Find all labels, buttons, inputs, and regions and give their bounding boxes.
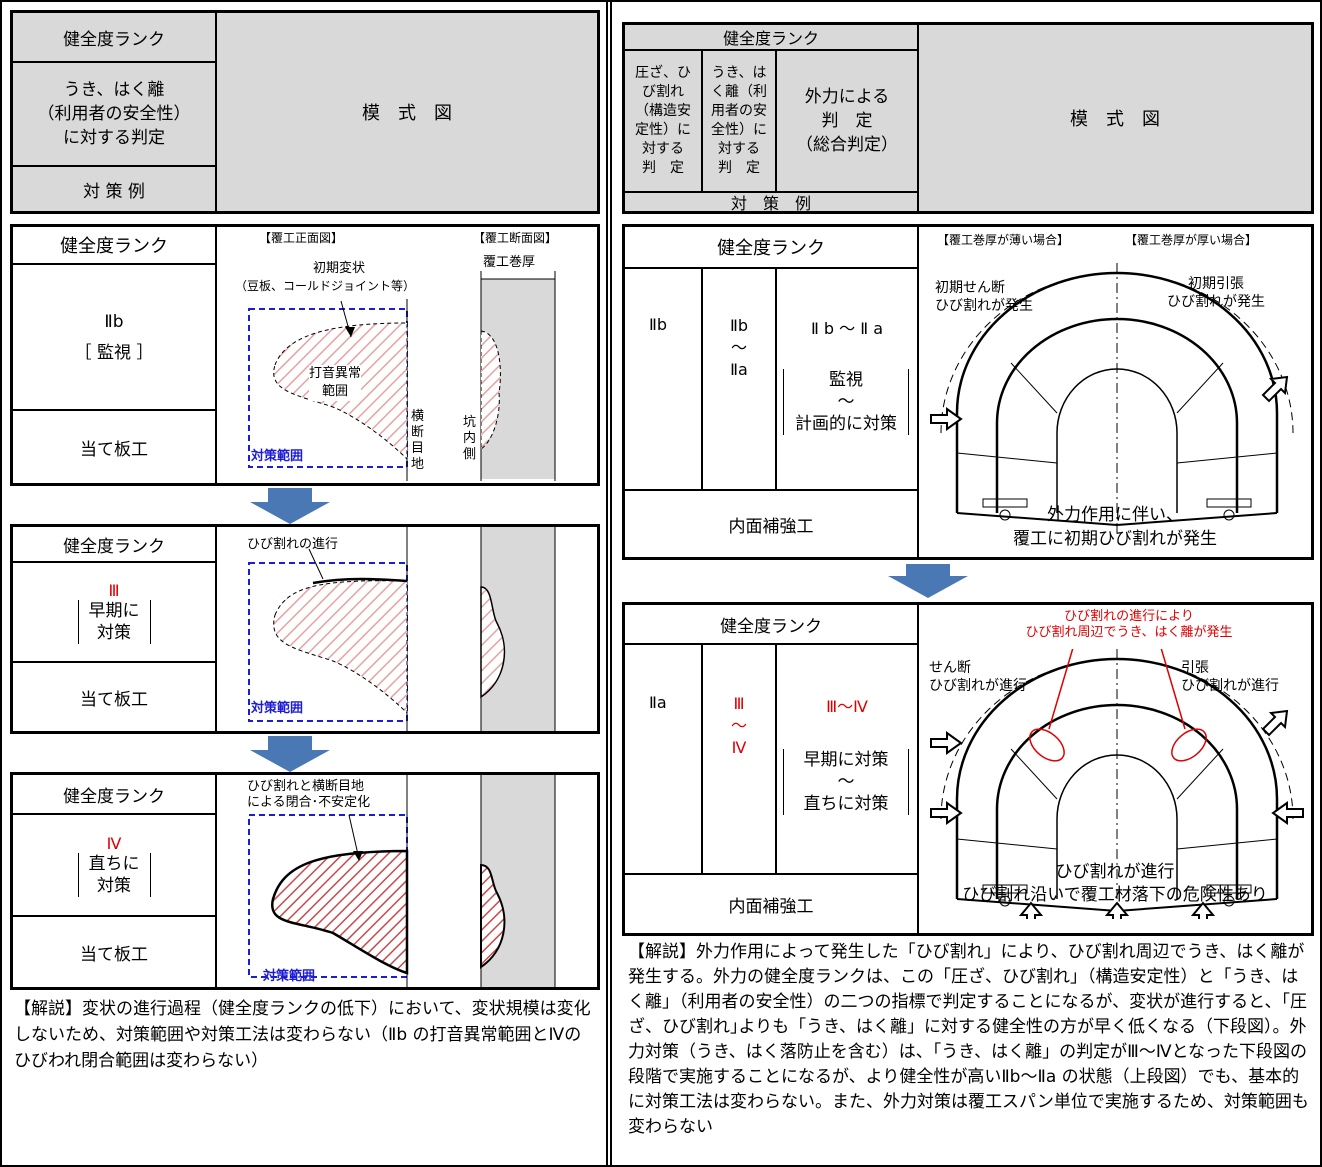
right-header-rank: 健全度ランク	[624, 24, 918, 50]
r2-tunnel-sketch	[930, 649, 1304, 919]
crack-progress-label: ひび割れの進行	[247, 537, 339, 552]
front-view-title: 【覆工正面図】	[259, 231, 344, 245]
right-header-col1: 圧ざ、ひ び割れ （構造安 定性）に 対する 判 定	[624, 50, 702, 192]
progress-arrow-right	[888, 564, 968, 598]
r2-caption: ひび割れが進行 ひび割れ沿いで覆工材落下の危険性あり	[962, 862, 1268, 905]
stage2-rank: Ⅲ	[108, 580, 120, 600]
r1-caption: 外力作用に伴い、 覆工に初期ひび割れが発生	[1013, 505, 1217, 549]
left-stage-2: 健全度ランク Ⅲ 早期に 対策 当て板工 ひび割れの進行 対策範囲	[10, 524, 600, 734]
r2-tension-note: 引張 ひび割れが進行	[1181, 660, 1279, 694]
r1-col3-status: 監視 ～ 計画的に対策	[783, 369, 909, 435]
thin-lining-title: 【覆工巻厚が薄い場合】	[937, 233, 1070, 247]
left-header-table: 健全度ランク うき、はく離 （利用者の安全性） に対する判定 対 策 例 模 式…	[10, 10, 600, 214]
stage3-sketch	[248, 775, 556, 987]
right-stage-1: 健全度ランク Ⅱb Ⅱb ～ Ⅱa Ⅱ b ～ Ⅱ a 監視 ～ 計画的に対策 …	[622, 224, 1314, 560]
r2-rank-label: 健全度ランク	[624, 604, 918, 644]
r1-col3: Ⅱ b ～ Ⅱ a 監視 ～ 計画的に対策	[776, 268, 918, 490]
r1-col2: Ⅱb ～ Ⅱa	[702, 268, 776, 490]
left-header-measure: 対 策 例	[12, 166, 216, 212]
right-header-schematic: 模 式 図	[918, 24, 1312, 212]
r2-col2-value: Ⅲ ～ Ⅳ	[730, 694, 747, 757]
stage2-status: 早期に 対策	[77, 599, 151, 644]
closure-label: ひび割れと横断目地 による閉合･不安定化	[247, 779, 371, 810]
r1-col3-value: Ⅱ b ～ Ⅱ a	[810, 319, 884, 338]
stage2-rank-label: 健全度ランク	[12, 526, 216, 562]
r1-rank-label: 健全度ランク	[624, 226, 918, 268]
r1-tension-note: 初期引張 ひび割れが発生	[1167, 276, 1265, 310]
stage2-diagram: ひび割れの進行 対策範囲	[216, 526, 598, 732]
section-view-title: 【覆工断面図】	[473, 231, 558, 245]
initial-defect-label: 初期変状	[313, 261, 366, 276]
stage3-diagram: ひび割れと横断目地 による閉合･不安定化 対策範囲	[216, 774, 598, 988]
sound-anomaly-area: 打音異常 範囲	[309, 365, 362, 401]
left-header-rank: 健全度ランク	[12, 12, 216, 62]
stage3-rank-label: 健全度ランク	[12, 774, 216, 814]
r2-col1: Ⅱa	[624, 644, 702, 874]
right-header-col2: うき、は く離（利 用者の安 全性）に 対する 判 定	[702, 50, 776, 192]
stage2-sketch	[248, 527, 556, 731]
left-commentary: 【解説】変状の進行過程（健全度ランクの低下）において、変状規模は変化しないため、…	[14, 999, 591, 1071]
stage1-measure: 当て板工	[12, 410, 216, 484]
stage3-rank: Ⅳ	[106, 833, 122, 853]
right-stage-2: 健全度ランク Ⅱa Ⅲ ～ Ⅳ Ⅲ～Ⅳ 早期に対策 ～ 直ちに対策 内面補強工 …	[622, 602, 1314, 936]
r1-col2-value: Ⅱb ～ Ⅱa	[729, 316, 749, 379]
r1-diagram: 【覆工巻厚が薄い場合】 【覆工巻厚が厚い場合】 初期せん断 ひび割れが発生 初期…	[918, 226, 1312, 558]
left-header-judgement: うき、はく離 （利用者の安全性） に対する判定	[12, 62, 216, 166]
right-header-measure: 対 策 例	[624, 192, 918, 213]
r1-tunnel-sketch	[930, 263, 1295, 533]
stage2-range-label: 対策範囲	[251, 701, 304, 716]
r2-col1-value: Ⅱa	[649, 693, 667, 712]
thick-lining-title: 【覆工巻厚が厚い場合】	[1125, 233, 1258, 247]
progress-arrow-1	[250, 488, 330, 524]
thickness-label: 覆工巻厚	[483, 255, 536, 270]
stage1-diagram: 【覆工正面図】 【覆工断面図】 覆工巻厚 初期変状 （豆板、コールドジョイント等…	[216, 226, 598, 484]
tunnel-inner-label: 坑 内 側	[463, 415, 477, 462]
right-header-col3: 外力による 判 定 （総合判定）	[776, 50, 918, 192]
r2-shear-note: せん断 ひび割れが進行	[929, 660, 1027, 694]
stage3-measure: 当て板工	[12, 916, 216, 988]
right-commentary: 【解説】外力作用によって発生した「ひび割れ」により、ひび割れ周辺でうき、はく離が…	[628, 942, 1309, 1137]
measure-range-label: 対策範囲	[251, 449, 304, 464]
right-header-table: 健全度ランク 圧ざ、ひ び割れ （構造安 定性）に 対する 判 定 うき、は く…	[622, 22, 1314, 214]
r1-col1: Ⅱb	[624, 268, 702, 490]
r2-col3-status: 早期に対策 ～ 直ちに対策	[783, 749, 909, 815]
r2-diagram: ひび割れの進行により ひび割れ周辺でうき、はく離が発生 せん断 ひび割れが進行 …	[918, 604, 1312, 934]
r2-col3: Ⅲ～Ⅳ 早期に対策 ～ 直ちに対策	[776, 644, 918, 874]
stage1-rank: Ⅱb	[104, 311, 124, 332]
stage2-rank-cell: Ⅲ 早期に 対策	[12, 562, 216, 662]
r2-measure: 内面補強工	[624, 874, 918, 934]
left-stage-3: 健全度ランク Ⅳ 直ちに 対策 当て板工 ひび割れと横断目地 による閉合･不安定…	[10, 772, 600, 990]
r2-col3-value: Ⅲ～Ⅳ	[826, 697, 868, 716]
stage2-measure: 当て板工	[12, 662, 216, 732]
r1-col1-value: Ⅱb	[649, 315, 668, 334]
stage3-range-label: 対策範囲	[263, 969, 316, 984]
r2-col2: Ⅲ ～ Ⅳ	[702, 644, 776, 874]
stage1-status: ［ 監視 ］	[74, 342, 154, 363]
progress-arrow-2	[250, 736, 330, 772]
stage1-sketch	[248, 271, 556, 481]
left-header-schematic: 模 式 図	[216, 12, 598, 212]
stage3-rank-cell: Ⅳ 直ちに 対策	[12, 814, 216, 916]
r1-shear-note: 初期せん断 ひび割れが発生	[935, 280, 1033, 314]
stage1-rank-label: 健全度ランク	[12, 226, 216, 264]
stage1-rank-cell: Ⅱb ［ 監視 ］	[12, 264, 216, 410]
center-divider	[606, 0, 612, 1167]
initial-defect-detail: （豆板、コールドジョイント等）	[235, 279, 416, 293]
r2-red-note: ひび割れの進行により ひび割れ周辺でうき、はく離が発生	[1025, 609, 1233, 640]
transverse-joint-label: 横 断 目 地	[411, 409, 425, 472]
left-stage-1: 健全度ランク Ⅱb ［ 監視 ］ 当て板工 【覆工正面図】 【覆工断面図】 覆工…	[10, 224, 600, 486]
stage3-status: 直ちに 対策	[77, 852, 151, 897]
r1-measure: 内面補強工	[624, 490, 918, 558]
